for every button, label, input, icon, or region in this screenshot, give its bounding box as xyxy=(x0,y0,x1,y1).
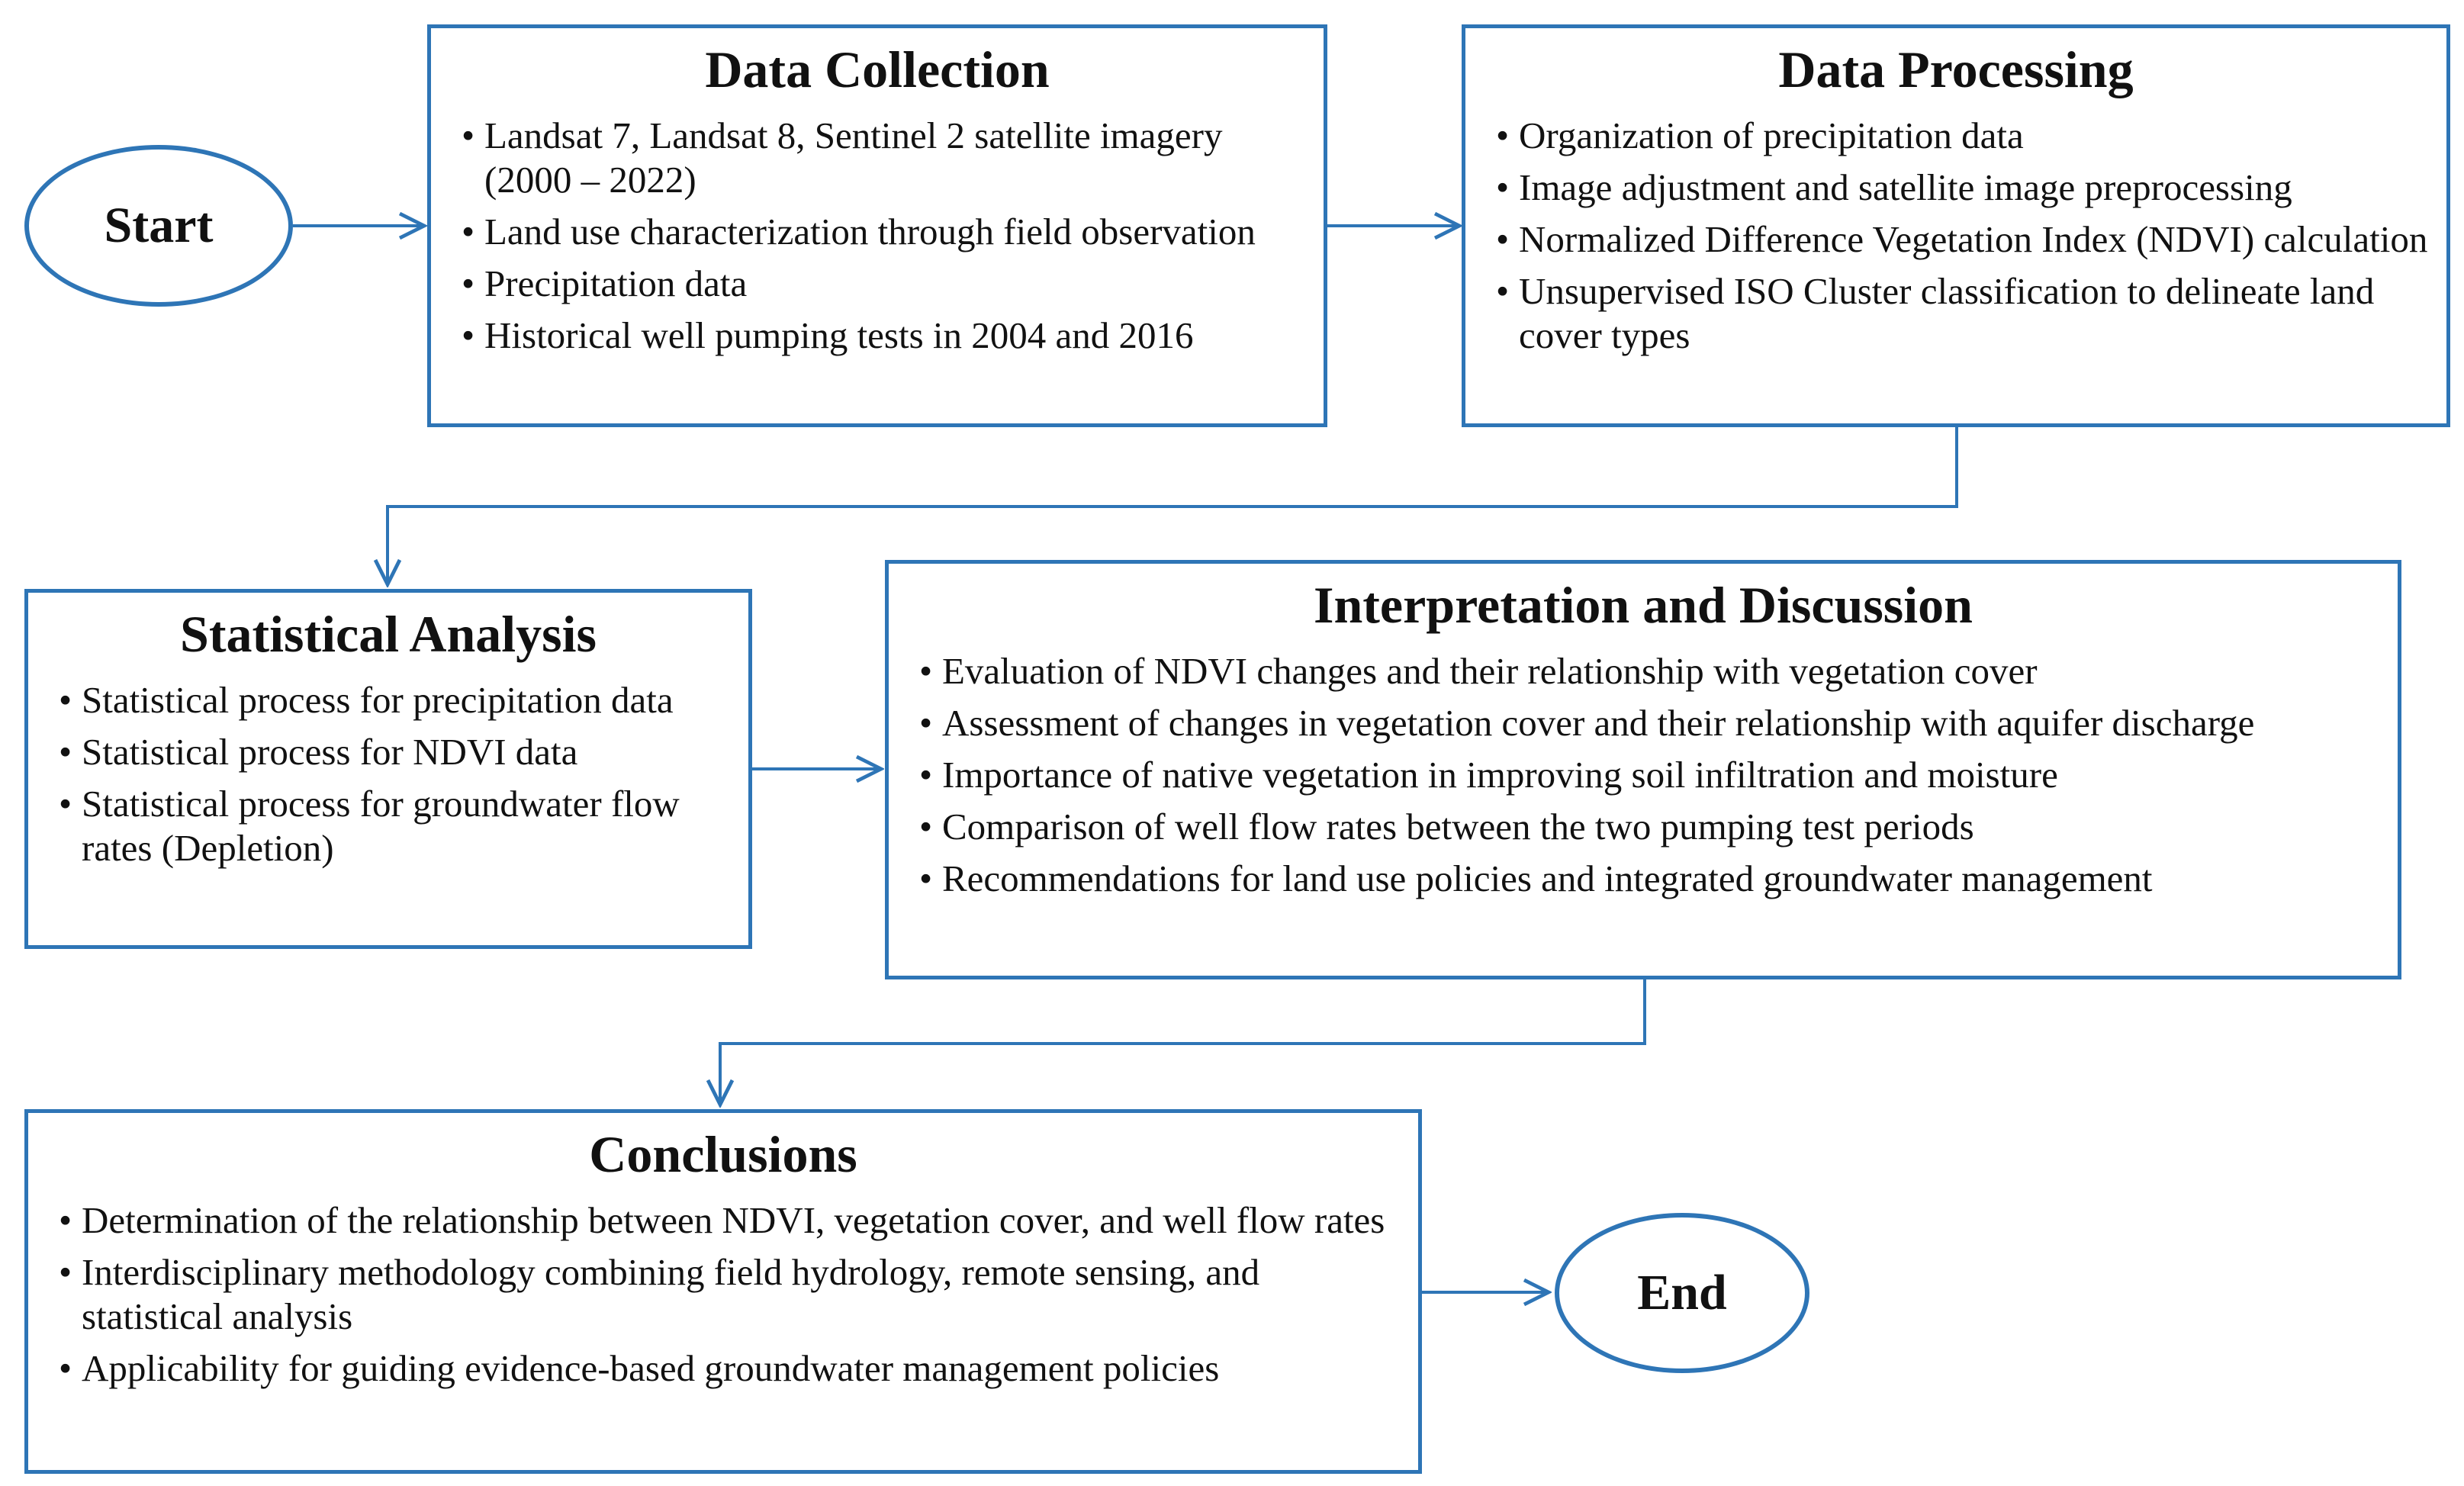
interpretation-item: Recommendations for land use policies an… xyxy=(919,857,2379,901)
statistical-analysis-list: Statistical process for precipitation da… xyxy=(28,678,748,870)
data-collection-item: Precipitation data xyxy=(462,262,1305,306)
conclusions-list: Determination of the relationship betwee… xyxy=(28,1198,1418,1391)
arrow-processing-to-statistics xyxy=(388,427,1958,584)
data-collection-item: Historical well pumping tests in 2004 an… xyxy=(462,314,1305,358)
data-processing-title: Data Processing xyxy=(1778,40,2134,98)
interpretation-item: Comparison of well flow rates between th… xyxy=(919,805,2379,849)
data-processing-item: Unsupervised ISO Cluster classification … xyxy=(1496,269,2428,358)
statistical-analysis-item: Statistical process for NDVI data xyxy=(59,730,730,774)
end-node: End xyxy=(1555,1213,1809,1373)
end-label: End xyxy=(1637,1265,1727,1320)
interpretation-box: Interpretation and Discussion Evaluation… xyxy=(885,560,2401,979)
data-collection-title: Data Collection xyxy=(705,40,1050,98)
start-label: Start xyxy=(104,198,214,253)
conclusions-title: Conclusions xyxy=(589,1125,857,1183)
data-collection-item: Land use characterization through field … xyxy=(462,210,1305,254)
data-processing-item: Image adjustment and satellite image pre… xyxy=(1496,166,2428,210)
interpretation-title: Interpretation and Discussion xyxy=(1314,576,1973,634)
conclusions-box: Conclusions Determination of the relatio… xyxy=(24,1109,1422,1474)
data-collection-item: Landsat 7, Landsat 8, Sentinel 2 satelli… xyxy=(462,114,1305,202)
interpretation-item: Assessment of changes in vegetation cove… xyxy=(919,701,2379,745)
data-collection-list: Landsat 7, Landsat 8, Sentinel 2 satelli… xyxy=(431,114,1324,358)
data-collection-box: Data Collection Landsat 7, Landsat 8, Se… xyxy=(427,24,1327,427)
conclusions-item: Applicability for guiding evidence-based… xyxy=(59,1346,1400,1391)
statistical-analysis-title: Statistical Analysis xyxy=(180,605,597,663)
data-processing-box: Data Processing Organization of precipit… xyxy=(1462,24,2450,427)
data-processing-item: Normalized Difference Vegetation Index (… xyxy=(1496,217,2428,262)
interpretation-item: Evaluation of NDVI changes and their rel… xyxy=(919,649,2379,693)
statistical-analysis-item: Statistical process for groundwater flow… xyxy=(59,782,730,870)
conclusions-item: Interdisciplinary methodology combining … xyxy=(59,1250,1400,1339)
statistical-analysis-box: Statistical Analysis Statistical process… xyxy=(24,589,752,949)
data-processing-list: Organization of precipitation data Image… xyxy=(1465,114,2446,358)
start-node: Start xyxy=(24,145,293,307)
interpretation-list: Evaluation of NDVI changes and their rel… xyxy=(889,649,2398,901)
arrow-interpretation-to-conclusions xyxy=(720,979,1646,1105)
interpretation-item: Importance of native vegetation in impro… xyxy=(919,753,2379,797)
conclusions-item: Determination of the relationship betwee… xyxy=(59,1198,1400,1243)
data-processing-item: Organization of precipitation data xyxy=(1496,114,2428,158)
statistical-analysis-item: Statistical process for precipitation da… xyxy=(59,678,730,722)
